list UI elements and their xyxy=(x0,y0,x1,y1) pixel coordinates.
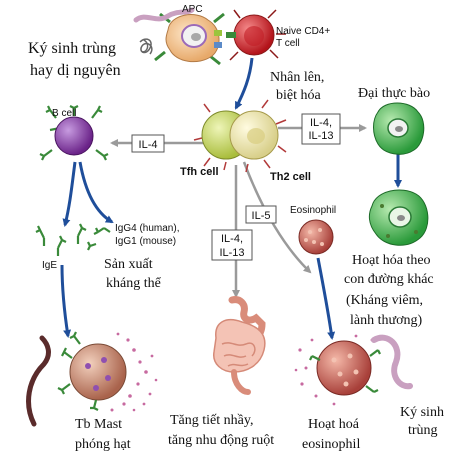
label-alt-activation-4: lành thương) xyxy=(350,313,422,328)
eos-granules xyxy=(294,334,374,406)
label-parasite-2: trùng xyxy=(408,423,438,438)
eosinophil xyxy=(298,219,334,255)
activated-macrophage xyxy=(368,189,429,246)
arrow-bcell-to-ige xyxy=(62,161,77,227)
activated-eosinophil xyxy=(294,334,381,406)
apc-antigen-cluster xyxy=(139,38,153,55)
mast-cell xyxy=(26,331,158,427)
arrow-bcell-to-igg xyxy=(78,161,114,224)
svg-text:IL-4,: IL-4, xyxy=(221,233,243,245)
label-gut-2: tăng nhu động ruột xyxy=(168,433,274,448)
cytokine-box-il4-il13-top: IL-4, IL-13 xyxy=(301,113,341,145)
naive-cd4-t-cell xyxy=(226,9,286,61)
label-antibody-1: Sản xuất xyxy=(104,257,153,272)
apc-parasite-worm xyxy=(133,7,195,23)
svg-text:IL-4: IL-4 xyxy=(139,139,158,151)
cytokine-box-il4-il13-mid: IL-4, IL-13 xyxy=(211,229,253,261)
label-tfh: Tfh cell xyxy=(180,166,219,178)
label-naive-cd4-1: Naive CD4+ xyxy=(276,26,330,37)
arrow-ige-to-mast xyxy=(60,264,72,338)
svg-text:IL-13: IL-13 xyxy=(308,130,333,142)
arrow-th2-to-eos-gray xyxy=(242,161,312,274)
label-proliferate-1: Nhân lên, xyxy=(270,70,324,85)
label-apc: APC xyxy=(182,4,203,15)
label-igg4: IgG4 (human), xyxy=(115,223,179,234)
svg-text:IL-5: IL-5 xyxy=(252,210,271,222)
th2-cell xyxy=(229,99,287,173)
cytokine-box-il4-b: IL-4 xyxy=(131,134,165,153)
label-gut-1: Tăng tiết nhầy, xyxy=(170,413,253,428)
label-th2: Th2 cell xyxy=(270,171,311,183)
arrow-eos-to-activated xyxy=(316,257,336,340)
igg-antibodies xyxy=(87,227,111,251)
label-b-cell: B cell xyxy=(52,108,76,119)
label-eos-act-1: Hoạt hoá xyxy=(308,417,360,432)
label-eos-act-2: eosinophil xyxy=(302,437,360,452)
parasite-worm xyxy=(371,334,413,390)
label-mast-2: phóng hạt xyxy=(75,437,131,452)
label-parasite-allergen-2: hay dị nguyên xyxy=(30,62,121,79)
intestine xyxy=(213,296,266,395)
svg-text:IL-4,: IL-4, xyxy=(310,117,332,129)
label-ige: IgE xyxy=(42,260,57,271)
label-igg1: IgG1 (mouse) xyxy=(115,236,176,247)
svg-text:IL-13: IL-13 xyxy=(219,247,244,259)
label-alt-activation-2: con đường khác xyxy=(344,272,434,287)
ige-antibodies xyxy=(35,223,87,256)
cytokine-box-il5: IL-5 xyxy=(245,205,277,224)
label-eosinophil: Eosinophil xyxy=(290,205,336,216)
label-parasite-allergen-1: Ký sinh trùng xyxy=(28,40,116,57)
mast-parasite-worm xyxy=(26,335,51,427)
label-parasite-1: Ký sinh xyxy=(400,405,444,420)
label-mast-1: Tb Mast xyxy=(75,417,122,432)
label-naive-cd4-2: T cell xyxy=(276,38,300,49)
apc-cell xyxy=(154,12,225,66)
label-alt-activation-3: (Kháng viêm, xyxy=(346,293,423,308)
macrophage xyxy=(373,102,425,155)
arrow-naive-to-th xyxy=(234,57,254,110)
arrows xyxy=(60,57,402,340)
mast-granules xyxy=(110,332,158,412)
label-alt-activation-1: Hoạt hóa theo xyxy=(352,253,431,268)
b-cell xyxy=(39,105,109,161)
label-antibody-2: kháng thể xyxy=(106,276,162,291)
label-proliferate-2: biệt hóa xyxy=(276,88,321,103)
label-macrophage: Đại thực bào xyxy=(358,86,430,101)
